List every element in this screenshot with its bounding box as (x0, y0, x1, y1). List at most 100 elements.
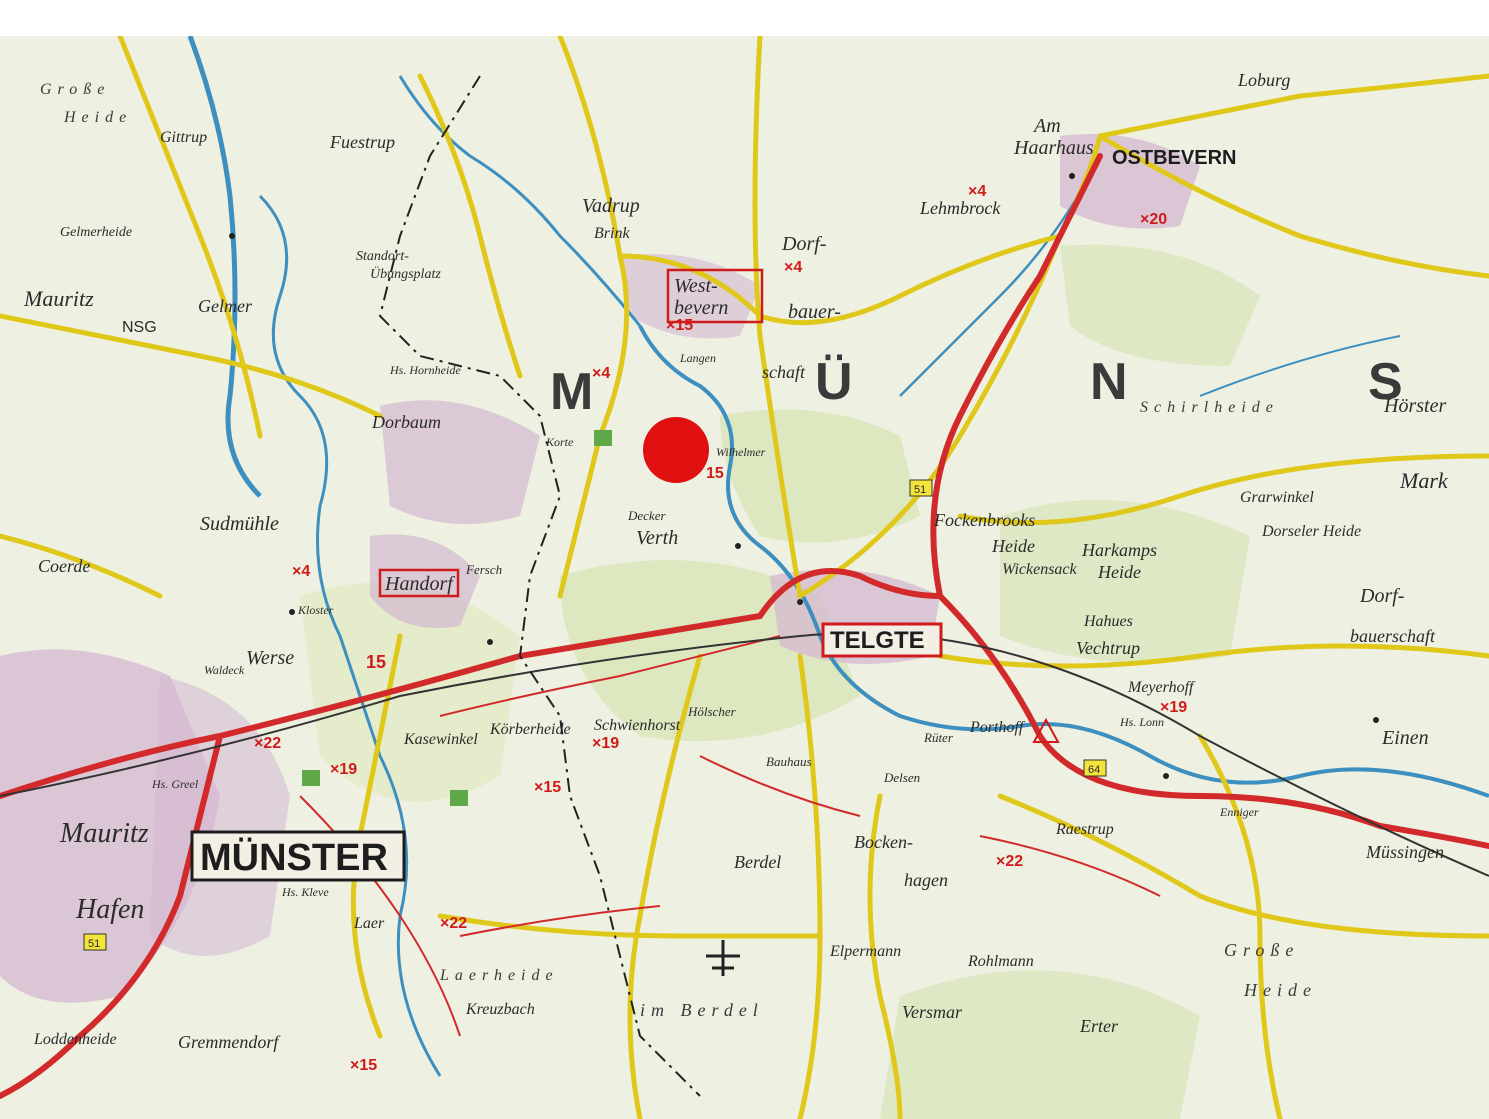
place-schaft: schaft (762, 362, 806, 382)
place-langen: Langen (679, 351, 716, 365)
place-fockenbrooks: Fockenbrooks (933, 510, 1035, 530)
place-dorbaum: Dorbaum (371, 412, 441, 432)
place-nsg: NSG (122, 319, 157, 336)
place-wilhelmer: Wilhelmer (716, 445, 766, 459)
place-uebungsplatz: Übungsplatz (370, 265, 441, 282)
place-schwienhorst: Schwienhorst (594, 717, 681, 734)
road-marker: ×4 (292, 563, 310, 580)
place-labels: Mauritz Mauritz Hafen Coerde Sudmühle Ge… (23, 70, 1449, 1052)
place-wickensack: Wickensack (1002, 561, 1078, 578)
red-location-dot (643, 417, 709, 483)
region-letter-m: M (550, 363, 593, 421)
westbevern-label-box (666, 268, 764, 324)
place-fuestrup: Fuestrup (329, 132, 395, 152)
town-westbevern-2: bevern (674, 297, 728, 319)
place-standort: Standort- (356, 249, 409, 264)
route-shields: 51 51 64 (83, 479, 1107, 951)
place-gelmerheide: Gelmerheide (60, 225, 132, 240)
airfield-icon (706, 940, 740, 976)
settlement-dorbaum (380, 400, 540, 524)
road-marker: ×20 (1140, 211, 1167, 228)
forest-area (1060, 244, 1260, 366)
muenster-label-box (190, 830, 406, 882)
place-erter: Erter (1079, 1016, 1119, 1036)
place-hoelscher: Hölscher (687, 704, 737, 719)
place-korte: Korte (545, 435, 574, 449)
road-markers: ×4 ×4 ×4 ×4 ×15 ×15 ×15 ×19 ×19 ×19 ×20 … (254, 183, 1187, 1074)
place-rueter: Rüter (923, 730, 954, 745)
place-hagen: hagen (904, 870, 948, 890)
camping-icon (1032, 717, 1060, 743)
place-hahues: Hahues (1083, 613, 1133, 630)
place-mauritz-bottom: Mauritz (59, 818, 149, 849)
place-harkamps: Harkamps (1081, 540, 1157, 560)
place-verth: Verth (636, 527, 678, 549)
place-heide: Heide (991, 536, 1035, 556)
place-vadrup: Vadrup (582, 195, 640, 217)
place-laerheide: Laerheide (439, 967, 559, 984)
place-im-berdel: im Berdel (640, 1000, 764, 1020)
place-brink: Brink (594, 225, 630, 242)
place-grosse-heide-2: Heide (1243, 980, 1317, 1000)
map-canvas: M Ü N S MÜNSTER TELGTE OSTBEVERN Handorf… (0, 36, 1489, 1119)
place-kasewinkel: Kasewinkel (403, 731, 478, 748)
river-werse (258, 194, 382, 757)
settlement-handorf (370, 534, 480, 628)
road-marker: ×19 (1160, 699, 1187, 716)
place-werse: Werse (246, 647, 294, 669)
place-berdel: Berdel (734, 852, 781, 872)
road-marker: 15 (706, 465, 724, 482)
place-mark: Mark (1399, 468, 1449, 493)
river-bever (398, 75, 642, 327)
highways (0, 153, 1489, 1099)
handorf-label-box (378, 568, 460, 598)
region-letter-s: S (1368, 353, 1403, 411)
city-muenster: MÜNSTER (200, 836, 388, 879)
place-enniger: Enniger (1219, 805, 1259, 819)
place-decker: Decker (627, 508, 666, 523)
road-marker: ×22 (254, 735, 281, 752)
road-marker: ×22 (440, 915, 467, 932)
place-hafen: Hafen (75, 894, 144, 925)
place-grosse-heide-1: Große (1224, 940, 1299, 960)
railway (0, 632, 1489, 877)
route-shield (909, 479, 933, 497)
road-marker: 15 (666, 335, 668, 337)
place-graswinkel: Grarwinkel (1240, 489, 1314, 506)
place-hornheide: Hs. Hornheide (389, 363, 461, 377)
place-gelmer: Gelmer (198, 296, 253, 316)
place-schirlheide: Schirlheide (1140, 399, 1279, 416)
place-dorseler-heide: Dorseler Heide (1261, 523, 1361, 540)
place-muessingen: Müssingen (1365, 842, 1444, 862)
road-marker: ×15 (666, 317, 693, 334)
place-haarhaus: Haarhaus (1013, 137, 1094, 159)
place-bocken: Bocken- (854, 832, 913, 852)
place-elpermann: Elpermann (829, 943, 901, 960)
place-kleve: Hs. Kleve (281, 885, 329, 899)
secondary-red-roads (299, 635, 1161, 1037)
place-kloster: Kloster (297, 603, 334, 617)
place-raestrup: Raestrup (1055, 821, 1114, 838)
place-am: Am (1032, 115, 1061, 137)
place-meyerhoff: Meyerhoff (1127, 679, 1196, 696)
road-marker: ×15 (350, 1057, 377, 1074)
place-kreuzbach: Kreuzbach (465, 1001, 535, 1018)
route-shield (1083, 759, 1107, 777)
place-versmar: Versmar (902, 1002, 963, 1022)
road-marker: ×19 (330, 761, 357, 778)
place-gremmendorf: Gremmendorf (178, 1032, 281, 1052)
place-harkamps-heide: Heide (1097, 562, 1141, 582)
route-number: 64 (1088, 764, 1100, 776)
place-coerde: Coerde (38, 556, 90, 576)
road-marker: ×15 (534, 779, 561, 796)
forest-area (720, 409, 920, 543)
place-porthoff: Porthoff (969, 719, 1026, 736)
place-einen: Einen (1381, 727, 1429, 749)
route-number: 51 (88, 938, 100, 950)
place-bauer: bauer- (788, 301, 841, 323)
place-fersch: Fersch (465, 562, 502, 577)
place-dorf-1: Dorf- (781, 233, 826, 255)
town-westbevern-1: West- (674, 275, 718, 297)
road-marker: ×4 (968, 183, 986, 200)
place-loddenheide: Loddenheide (33, 1031, 117, 1048)
